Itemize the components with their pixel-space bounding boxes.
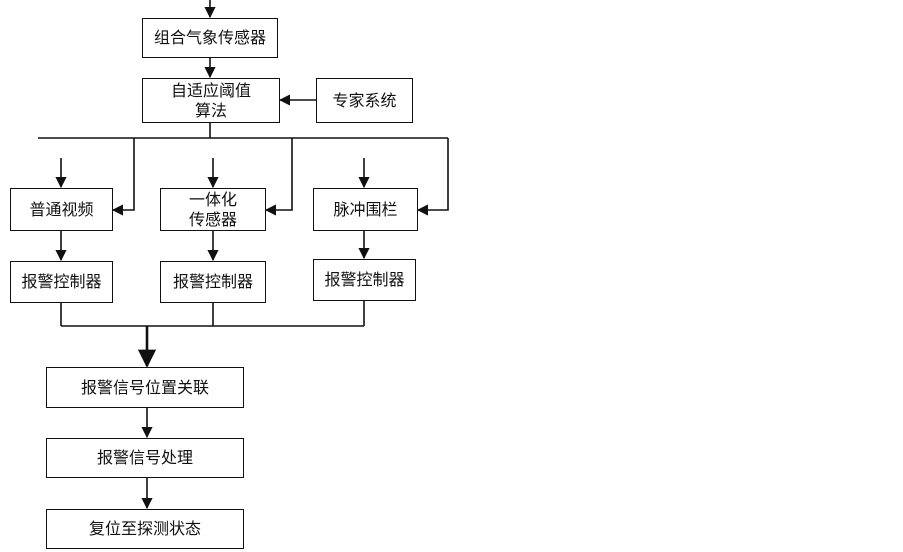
arrow-bus-to-fence xyxy=(416,138,449,216)
pulse-fence-node: 脉冲围栏 xyxy=(313,188,418,231)
alarm-controller-2: 报警控制器 xyxy=(160,261,266,303)
arrow-bus-to-video xyxy=(111,138,135,216)
reset-detection-state-node: 复位至探测状态 xyxy=(46,509,244,549)
reset-detection-state-label: 复位至探测状态 xyxy=(88,519,201,538)
alarm-controller-3-label: 报警控制器 xyxy=(324,270,405,289)
video-node: 普通视频 xyxy=(10,188,113,231)
alarm-controller-2-label: 报警控制器 xyxy=(172,272,253,291)
expert-system-node: 专家系统 xyxy=(316,78,413,123)
alarm-signal-processing-label: 报警信号处理 xyxy=(96,448,193,467)
expert-system-label: 专家系统 xyxy=(332,90,397,110)
video-label: 普通视频 xyxy=(29,199,94,219)
alarm-controller-3: 报警控制器 xyxy=(313,259,416,301)
sensor-label: 组合气象传感器 xyxy=(153,28,266,47)
alarm-position-correlation-label: 报警信号位置关联 xyxy=(80,377,209,397)
alarm-controller-1: 报警控制器 xyxy=(10,261,113,303)
integrated-label-line2: 传感器 xyxy=(188,209,237,229)
arrow-bus-to-integrated xyxy=(264,138,293,216)
pulse-fence-label: 脉冲围栏 xyxy=(333,199,398,219)
alarm-signal-processing-node: 报警信号处理 xyxy=(46,438,244,478)
integrated-label-line1: 一体化 xyxy=(188,189,237,209)
alarm-position-correlation-node: 报警信号位置关联 xyxy=(46,367,244,408)
algorithm-label-line1: 自适应阈值 xyxy=(170,80,251,100)
algorithm-label-line2: 算法 xyxy=(194,100,227,120)
alarm-controller-1-label: 报警控制器 xyxy=(21,272,102,291)
sensor-node: 组合气象传感器 xyxy=(142,18,278,58)
algorithm-node: 自适应阈值 算法 xyxy=(142,78,280,123)
integrated-sensor-node: 一体化 传感器 xyxy=(160,188,266,231)
